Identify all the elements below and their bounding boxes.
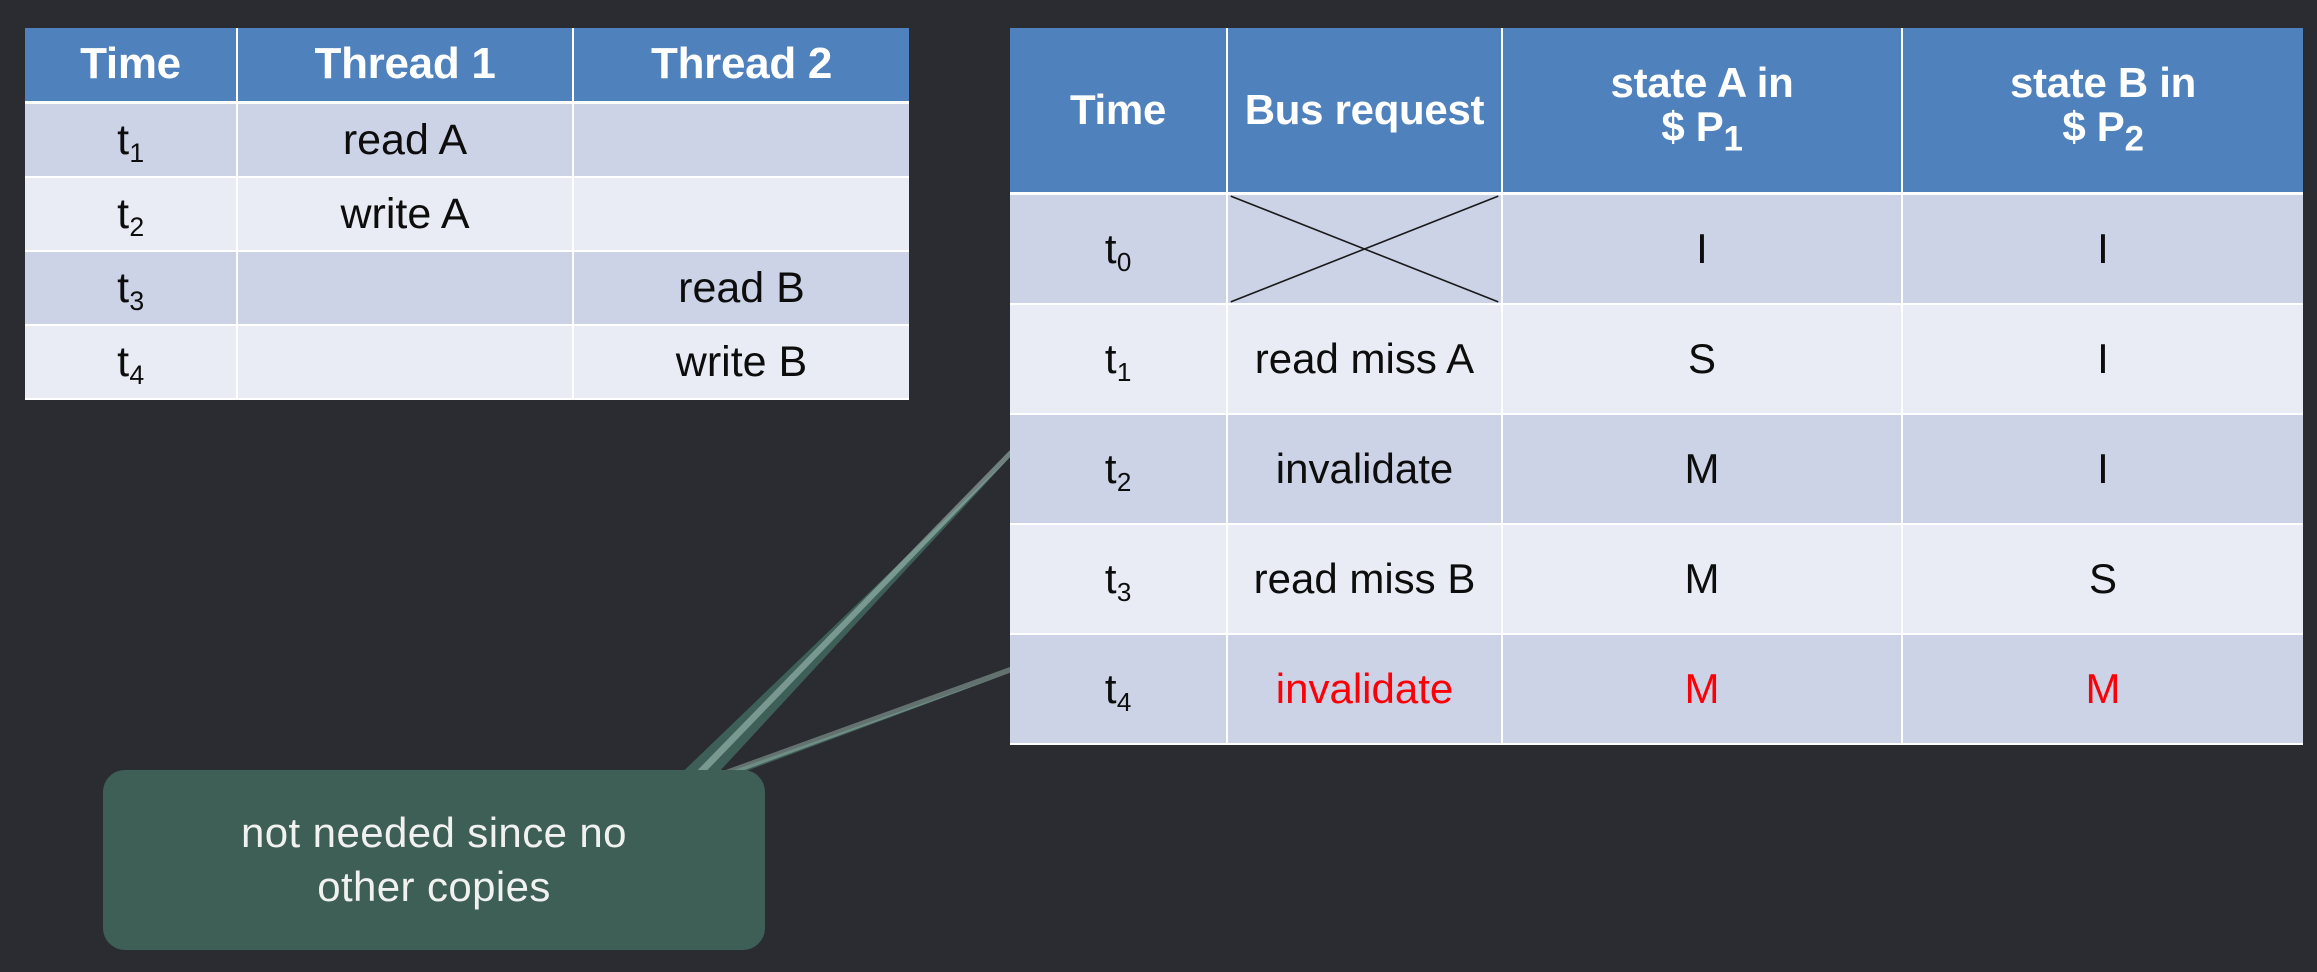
cell-state-b: I	[1903, 195, 2303, 305]
callout-line-2: other copies	[317, 863, 551, 910]
table-header-row: Time Bus request state A in $ P1 state B…	[1010, 28, 2303, 195]
table-row: t2 invalidate M I	[1010, 415, 2303, 525]
cell-thread-2: read B	[574, 252, 909, 326]
cell-thread-1	[238, 252, 574, 326]
thread-schedule-table: Time Thread 1 Thread 2 t1 read A t2 writ…	[25, 28, 909, 400]
cell-state-b: M	[1903, 635, 2303, 745]
cell-bus-request: read miss B	[1228, 525, 1503, 635]
cell-time: t4	[1010, 635, 1228, 745]
column-header-state-b: state B in $ P2	[1903, 28, 2303, 195]
cell-thread-1	[238, 326, 574, 400]
table-header-row: Time Thread 1 Thread 2	[25, 28, 909, 104]
time-label: t1	[1104, 335, 1132, 388]
cell-time: t3	[1010, 525, 1228, 635]
cell-bus-request: read miss A	[1228, 305, 1503, 415]
table-row: t1 read miss A S I	[1010, 305, 2303, 415]
cell-state-a: S	[1503, 305, 1903, 415]
table-row: t0 I I	[1010, 195, 2303, 305]
cell-thread-1: write A	[238, 178, 574, 252]
cell-time: t0	[1010, 195, 1228, 305]
table-row: t3 read B	[25, 252, 909, 326]
cell-state-b: I	[1903, 415, 2303, 525]
column-header-time: Time	[1010, 28, 1228, 195]
column-header-thread-2: Thread 2	[574, 28, 909, 104]
table-row: t3 read miss B M S	[1010, 525, 2303, 635]
column-header-bus-request: Bus request	[1228, 28, 1503, 195]
column-header-state-b-cache: $ P2	[2062, 103, 2144, 159]
callout-line-1: not needed since no	[241, 809, 627, 857]
cell-time: t2	[25, 178, 238, 252]
cell-state-a: I	[1503, 195, 1903, 305]
cell-bus-request-not-applicable	[1228, 195, 1503, 305]
time-label: t4	[117, 337, 145, 391]
cell-thread-2	[574, 104, 909, 178]
annotation-callout-text: not needed since no other copies	[215, 806, 653, 914]
cell-time: t3	[25, 252, 238, 326]
cell-bus-request: invalidate	[1228, 415, 1503, 525]
cell-time: t1	[25, 104, 238, 178]
cell-thread-2	[574, 178, 909, 252]
column-header-state-a-cache: $ P1	[1661, 103, 1743, 159]
time-label: t2	[1104, 445, 1132, 498]
column-header-thread-1: Thread 1	[238, 28, 574, 104]
cell-time: t4	[25, 326, 238, 400]
bus-request-state-table: Time Bus request state A in $ P1 state B…	[1010, 28, 2303, 745]
cross-out-icon	[1228, 195, 1501, 303]
connector-highlight-upper	[686, 450, 1012, 788]
table-row: t4 write B	[25, 326, 909, 400]
table-row: t1 read A	[25, 104, 909, 178]
annotation-callout: not needed since no other copies	[103, 770, 765, 950]
cell-state-b: I	[1903, 305, 2303, 415]
time-label: t4	[1104, 665, 1132, 718]
cell-state-a: M	[1503, 525, 1903, 635]
time-label: t3	[117, 263, 145, 317]
table-row-highlighted: t4 invalidate M M	[1010, 635, 2303, 745]
cell-time: t1	[1010, 305, 1228, 415]
cell-bus-request: invalidate	[1228, 635, 1503, 745]
column-header-time: Time	[25, 28, 238, 104]
time-label: t3	[1104, 555, 1132, 608]
time-label: t0	[1104, 225, 1132, 278]
cell-thread-2: write B	[574, 326, 909, 400]
cell-thread-1: read A	[238, 104, 574, 178]
column-header-state-a: state A in $ P1	[1503, 28, 1903, 195]
cell-state-a: M	[1503, 635, 1903, 745]
cell-state-a: M	[1503, 415, 1903, 525]
cell-state-b: S	[1903, 525, 2303, 635]
time-label: t2	[117, 189, 145, 243]
table-row: t2 write A	[25, 178, 909, 252]
cell-time: t2	[1010, 415, 1228, 525]
connector-arrow-to-t2	[668, 455, 1012, 800]
time-label: t1	[117, 115, 145, 169]
